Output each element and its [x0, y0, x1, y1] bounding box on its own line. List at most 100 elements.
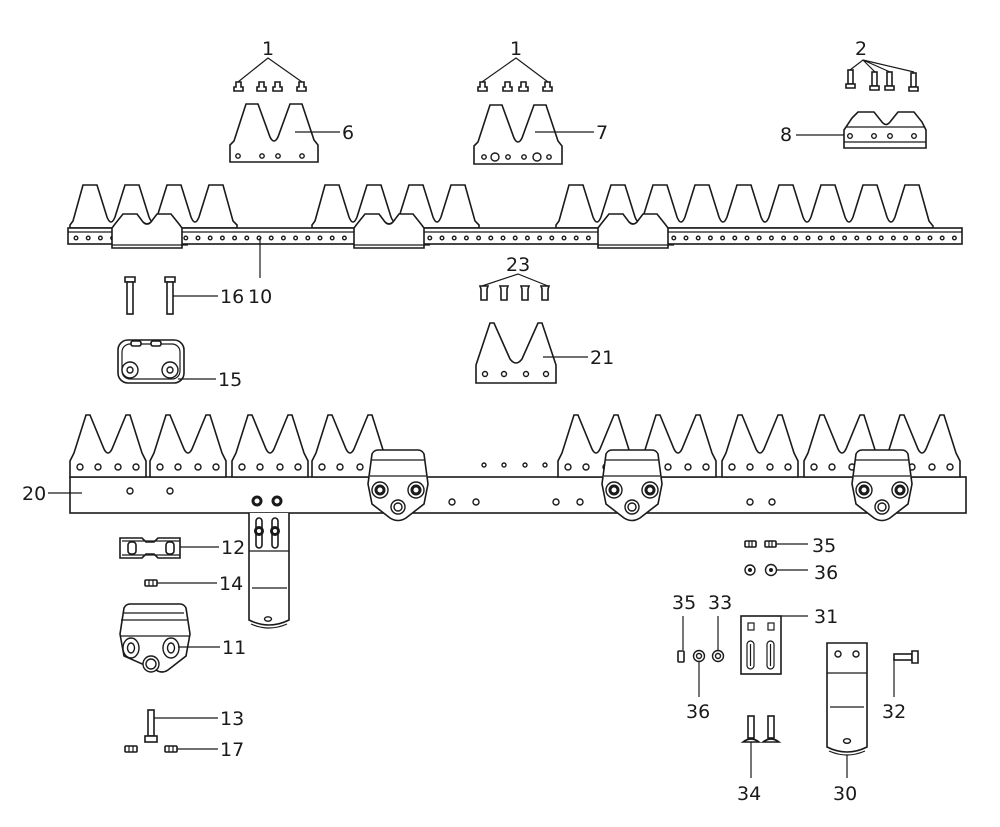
callout-36: 36 — [814, 562, 838, 584]
drive-arm-left — [248, 513, 290, 629]
bar-hole — [756, 235, 762, 241]
callout-6: 6 — [342, 122, 354, 144]
knife-section-21-mounted — [311, 414, 389, 478]
bar-hole — [207, 235, 213, 241]
upper-knife-bar-10 — [67, 184, 963, 278]
bar-hole — [427, 235, 433, 241]
bar-hole — [720, 235, 726, 241]
knife-holder-11-mounted — [601, 449, 663, 522]
bar-hole — [561, 235, 567, 241]
bar-hole — [549, 235, 555, 241]
bar-hole — [183, 235, 189, 241]
section-hole — [664, 463, 672, 471]
bar-hole — [854, 235, 860, 241]
section-hole — [828, 463, 836, 471]
section-hole — [194, 463, 202, 471]
section-hole — [582, 463, 590, 471]
callout-31: 31 — [814, 606, 838, 628]
washer-33 — [711, 616, 725, 663]
nut-14 — [144, 579, 217, 587]
callout-1: 1 — [262, 38, 274, 60]
bar-hole — [805, 235, 811, 241]
callout-8: 8 — [780, 124, 792, 146]
nuts-35-top — [744, 540, 808, 548]
knife-holder-11-mounted — [367, 449, 429, 522]
callout-14: 14 — [219, 573, 243, 595]
bar-hole — [476, 235, 482, 241]
bar-hole — [927, 235, 933, 241]
bar-hole — [73, 235, 79, 241]
knife-section-7 — [473, 104, 594, 165]
bar-hole — [341, 235, 347, 241]
bar-hole — [537, 235, 543, 241]
bar-hole — [878, 235, 884, 241]
bar-hole — [573, 235, 579, 241]
section-hole — [928, 463, 936, 471]
bar-hole — [793, 235, 799, 241]
bar-hole — [451, 235, 457, 241]
bar-hole — [317, 235, 323, 241]
section-hole — [766, 463, 774, 471]
clip-plate-15 — [117, 339, 216, 384]
callout-35-b: 35 — [672, 592, 696, 614]
knife-section-6 — [229, 103, 340, 163]
rivet-set-1-right — [477, 57, 553, 92]
bar-hole — [707, 235, 713, 241]
bar-hole — [512, 235, 518, 241]
section-hole — [684, 463, 692, 471]
section-hole — [336, 463, 344, 471]
section-hole — [76, 463, 84, 471]
section-hole — [276, 463, 284, 471]
bar-hole — [683, 235, 689, 241]
rivet-set-23 — [478, 273, 551, 301]
nut-35-small — [677, 616, 685, 663]
callout-32: 32 — [882, 701, 906, 723]
section-hole — [728, 463, 736, 471]
callout-17: 17 — [220, 739, 244, 761]
nuts-17 — [124, 745, 218, 753]
bar-hole — [817, 235, 823, 241]
callout-16: 16 — [220, 286, 244, 308]
bar-hole — [585, 235, 591, 241]
section-hole — [356, 463, 364, 471]
bar-hole — [744, 235, 750, 241]
callout-7: 7 — [596, 122, 608, 144]
bar-hole — [244, 235, 250, 241]
callout-13: 13 — [220, 708, 244, 730]
bar-hole — [671, 235, 677, 241]
section-hole — [156, 463, 164, 471]
bolt-13 — [144, 709, 218, 743]
section-hole — [810, 463, 818, 471]
section-hole — [746, 463, 754, 471]
callout-34: 34 — [737, 783, 761, 805]
callout-12: 12 — [221, 537, 245, 559]
knife-section-21-mounted — [231, 414, 309, 478]
washer-36-small — [692, 649, 706, 697]
bar-hole — [195, 235, 201, 241]
section-hole — [318, 463, 326, 471]
rivet-set-2 — [845, 59, 919, 92]
callout-21: 21 — [590, 347, 614, 369]
bar-hole — [939, 235, 945, 241]
bar-hole — [293, 235, 299, 241]
bar-hole — [781, 235, 787, 241]
section-hole — [238, 463, 246, 471]
rivet-set-1-left — [233, 57, 307, 92]
callout-33: 33 — [708, 592, 732, 614]
bar-hole — [305, 235, 311, 241]
section-hole — [784, 463, 792, 471]
bar-hole — [232, 235, 238, 241]
bar-hole — [329, 235, 335, 241]
knife-section-21-mounted — [721, 414, 799, 478]
knife-clip-8 — [796, 111, 927, 149]
section-hole — [256, 463, 264, 471]
bar-hole — [268, 235, 274, 241]
section-hole — [174, 463, 182, 471]
callout-2: 2 — [855, 38, 867, 60]
bar-hole — [524, 235, 530, 241]
callout-35: 35 — [812, 535, 836, 557]
connector-block-12 — [119, 537, 219, 559]
knife-section-21 — [475, 322, 588, 384]
bolt-32 — [893, 650, 919, 697]
section-hole — [946, 463, 954, 471]
